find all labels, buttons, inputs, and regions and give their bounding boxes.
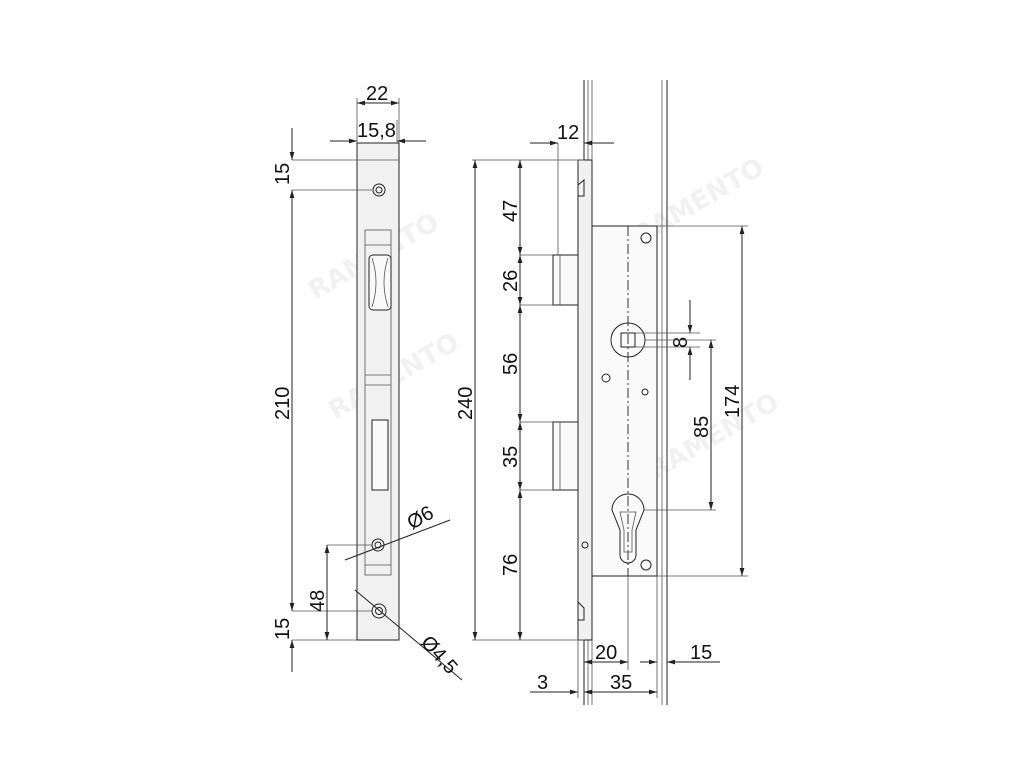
lock-case: [591, 225, 658, 577]
dim-segment-56: 56: [500, 353, 522, 375]
dim-right-85: 85: [691, 416, 713, 438]
dim-segment-76: 76: [500, 554, 522, 576]
roller-latch: [368, 254, 392, 311]
dim-bottom-15: 15: [272, 618, 294, 640]
dim-width-15-8: 15,8: [357, 120, 396, 142]
dead-bolt: [552, 421, 579, 491]
dim-top-15: 15: [272, 163, 294, 185]
cylinder-cutout: [611, 493, 645, 564]
side-view: 12 47 26 56 35 76 240 8 85: [455, 80, 748, 705]
dim-segment-47: 47: [500, 200, 522, 222]
front-view: 22 15,8 15 210 15 48 Ø6 Ø4,5: [272, 83, 463, 681]
svg-text:RAMENTO: RAMENTO: [644, 387, 785, 486]
front-inner-channel: [364, 229, 392, 576]
dim-right-8: 8: [670, 337, 692, 348]
top-screw-hole: [372, 183, 386, 197]
dim-48: 48: [307, 590, 329, 612]
dim-total-240: 240: [455, 387, 477, 420]
deadbolt-slot: [371, 419, 389, 491]
dim-width-22: 22: [366, 83, 388, 105]
dim-bottom-35: 35: [610, 672, 632, 694]
dim-diameter-6: Ø6: [404, 502, 438, 534]
dim-bottom-20: 20: [595, 642, 617, 664]
front-plate: [356, 142, 400, 641]
latch-bolt: [552, 254, 579, 306]
side-faceplate: [577, 159, 593, 641]
dim-top-12: 12: [557, 122, 579, 144]
dim-diameter-4-5: Ø4,5: [416, 632, 461, 679]
dim-right-174: 174: [722, 385, 744, 418]
dim-bottom-3: 3: [537, 672, 548, 694]
dim-bottom-15: 15: [690, 642, 712, 664]
dim-height-210: 210: [272, 387, 294, 420]
dim-segment-26: 26: [500, 270, 522, 292]
dim-segment-35: 35: [500, 446, 522, 468]
